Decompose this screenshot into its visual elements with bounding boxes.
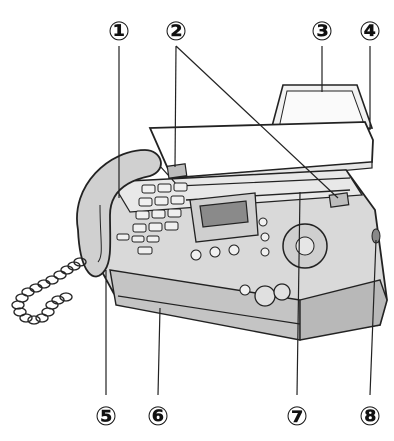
document-guides (166, 163, 350, 208)
callout-4: ④ (359, 17, 381, 47)
paper-support (268, 84, 374, 135)
handset (76, 149, 162, 278)
callout-1: ① (108, 17, 130, 47)
callout-3: ③ (311, 17, 333, 47)
control-panel (189, 192, 328, 307)
callout-8: ⑧ (359, 402, 381, 432)
callout-7: ⑦ (286, 402, 308, 432)
callout-5: ⑤ (95, 402, 117, 432)
leader-lines (105, 45, 377, 396)
lcd-display (199, 200, 249, 228)
handset-cord (11, 257, 87, 325)
callout-2: ② (165, 17, 187, 47)
callout-6: ⑥ (147, 402, 169, 432)
keypad (116, 182, 188, 255)
callouts: ① ② ③ ④ ⑤ ⑥ ⑦ ⑧ (95, 17, 381, 432)
